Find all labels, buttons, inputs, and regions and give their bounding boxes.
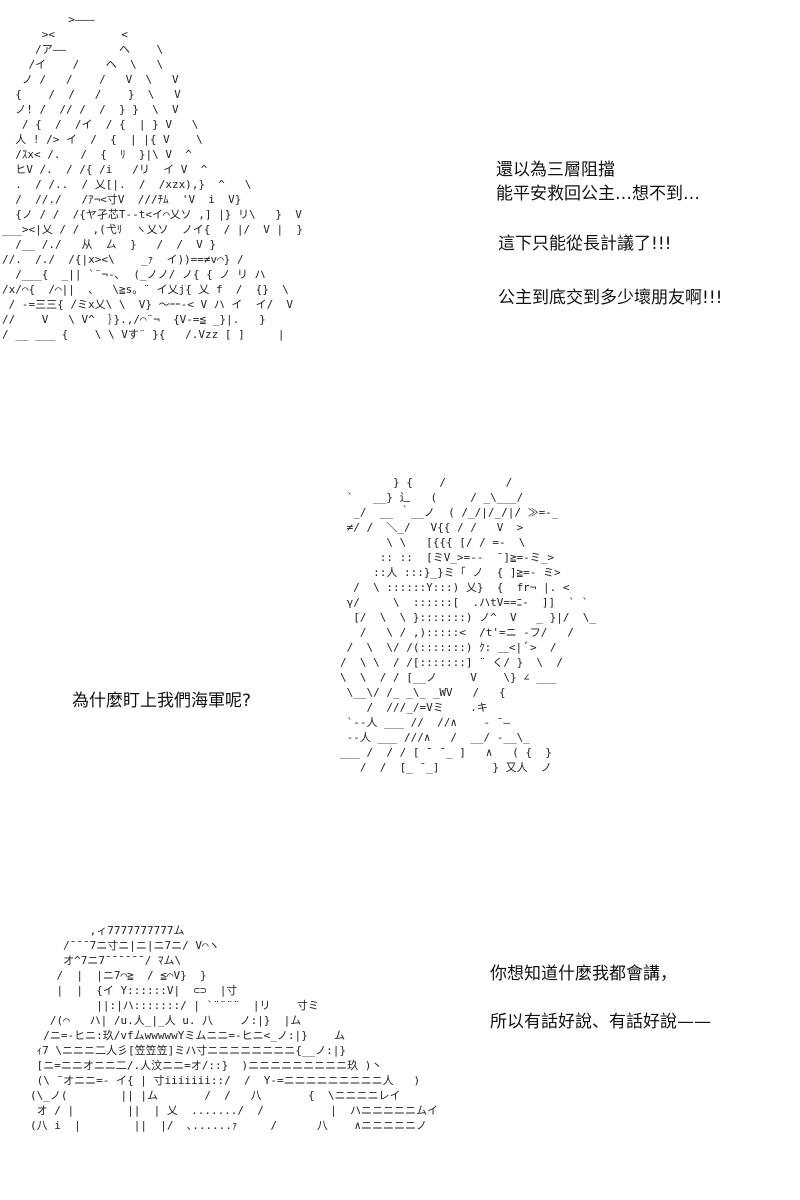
comic-panel-3: ,ィ7777777777ム /¯¯¯7ニ寸ニ|ニ|ニ7ニ/ V⌒ヽ オ^7ニ7¯… xyxy=(0,905,800,1200)
caption-line: 還以為三層阻擋 xyxy=(496,160,615,180)
caption-line: 為什麼盯上我們海軍呢? xyxy=(72,691,252,711)
caption-block-1: 為什麼盯上我們海軍呢? xyxy=(72,689,251,713)
caption-block-3: 公主到底交到多少壞朋友啊!!! xyxy=(498,286,722,310)
caption-line: 公主到底交到多少壞朋友啊!!! xyxy=(498,288,723,308)
caption-line: 能平安救回公主…想不到… xyxy=(496,184,700,204)
caption-block-1: 還以為三層阻擋 能平安救回公主…想不到… xyxy=(496,158,700,206)
caption-block-1: 你想知道什麼我都會講， xyxy=(490,962,677,986)
caption-block-2: 這下只能從長計議了!!! xyxy=(498,232,671,256)
ascii-art-character-3: ,ィ7777777777ム /¯¯¯7ニ寸ニ|ニ|ニ7ニ/ V⌒ヽ オ^7ニ7¯… xyxy=(30,924,439,1132)
comic-panel-2: } { / / ` __} 辶 ( / _\___/ _/ __ ｀__ノ ( … xyxy=(0,455,800,885)
caption-line: 你想知道什麼我都會講， xyxy=(490,964,677,984)
ascii-art-character-1: >――― >< < /ア―― ヘ \ /イ / ヘ \ \ ノ / / / V … xyxy=(2,13,304,341)
comic-panel-1: >――― >< < /ア―― ヘ \ /イ / ヘ \ \ ノ / / / V … xyxy=(0,0,800,430)
caption-block-2: 所以有話好說、有話好說—— xyxy=(490,1010,711,1034)
caption-line: 這下只能從長計議了!!! xyxy=(498,234,672,254)
caption-line: 所以有話好說、有話好說—— xyxy=(490,1012,711,1032)
ascii-art-character-2: } { / / ` __} 辶 ( / _\___/ _/ __ ｀__ノ ( … xyxy=(340,476,597,774)
